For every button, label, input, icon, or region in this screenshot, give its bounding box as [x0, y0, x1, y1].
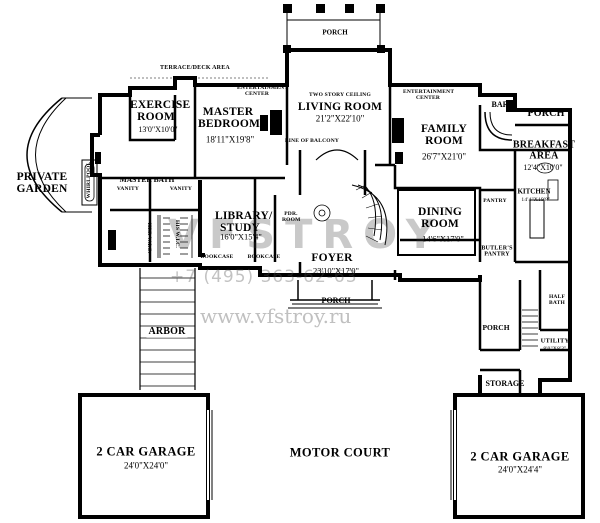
- line-of-balcony: LINE OF BALCONY: [284, 138, 340, 145]
- motor-court: MOTOR COURT: [289, 445, 391, 460]
- watermark-url: www.vfstroy.ru: [200, 304, 352, 328]
- private-garden-arc: [26, 97, 63, 213]
- dining-bay: [397, 189, 476, 256]
- kitchen-island: [529, 199, 545, 239]
- room-bar: BAR: [491, 99, 509, 109]
- vanity-2: VANITY: [169, 186, 193, 193]
- watermark-logo: VFSTROY: [168, 212, 445, 258]
- room-garage-right-dim: 24'0"X24'4": [497, 464, 543, 475]
- room-master-bedroom-dim: 18'11"X19'8": [205, 134, 255, 145]
- mid-porch: [290, 280, 380, 301]
- room-living-dim: 21'2"X22'10": [315, 113, 365, 124]
- watermark-phone: +7 (495) 363-62-63: [170, 267, 358, 287]
- arbor-posts: [139, 268, 196, 390]
- room-foyer-dim: 23'10"X17'0": [313, 265, 359, 276]
- bar-curve: [484, 111, 513, 141]
- room-garage-left: 2 CAR GARAGE: [96, 444, 196, 459]
- balcony-curve: [315, 149, 359, 161]
- room-kitchen: KITCHEN: [517, 187, 551, 196]
- room-master-bath: MASTER BATH: [119, 175, 175, 185]
- room-porch-mid: PORCH: [321, 295, 351, 305]
- butlers-pantry: BUTLER'S PANTRY: [481, 245, 513, 258]
- room-porch-top: PORCH: [322, 28, 348, 37]
- room-garage-left-dim: 24'0"X24'0": [123, 460, 169, 471]
- whirlpool-label: WHIRLPOOL: [86, 161, 93, 199]
- room-dining-dim: 14'6"X17'0": [422, 233, 464, 244]
- her-wic: HER W.I.C.: [145, 222, 152, 254]
- vanity-1: VANITY: [116, 186, 140, 193]
- room-utility-dim: 8'0"X8'2": [543, 346, 567, 353]
- room-porch-right: PORCH: [527, 107, 565, 119]
- ent-center-2: ENTERTAINMENT CENTER: [403, 89, 455, 101]
- room-foyer: FOYER: [311, 251, 353, 264]
- room-master-bedroom: MASTER BEDROOM: [198, 105, 261, 130]
- room-breakfast-dim: 12'4"X10'0": [523, 162, 563, 172]
- room-garage-right: 2 CAR GARAGE: [470, 449, 570, 464]
- room-utility: UTILITY: [540, 337, 570, 345]
- ent-center-1: ENTERTAINMENT CENTER: [237, 85, 289, 97]
- room-kitchen-dim: 14'4"X19'8": [521, 197, 551, 204]
- room-dining: DINING ROOM: [417, 205, 462, 230]
- room-library-dim: 16'0"X15'4": [220, 231, 262, 242]
- bookcase-2: BOOKCASE: [247, 254, 281, 261]
- room-arbor: ARBOR: [146, 325, 188, 338]
- room-library: LIBRARY/ STUDY: [215, 209, 273, 234]
- top-porch-outline: [286, 13, 381, 45]
- his-wic: HIS W.I.C.: [173, 220, 180, 248]
- living-note: TWO STORY CEILING: [309, 92, 371, 99]
- room-family: FAMILY ROOM: [421, 122, 467, 147]
- room-exercise-dim: 13'0"X10'0": [138, 124, 178, 134]
- room-breakfast: BREAKFAST AREA: [512, 139, 576, 161]
- room-exercise: EXERCISE ROOM: [130, 98, 191, 123]
- pdr-room: PDR. ROOM: [282, 211, 301, 223]
- room-family-dim: 26'7"X21'0": [421, 151, 467, 162]
- pantry: PANTRY: [483, 198, 507, 205]
- room-terrace: TERRACE/DECK AREA: [160, 64, 230, 71]
- room-porch-small: PORCH: [482, 323, 510, 333]
- room-storage: STORAGE: [485, 378, 525, 388]
- chandelier: [313, 204, 331, 222]
- room-living: LIVING ROOM: [297, 100, 383, 113]
- interior-walls: [100, 85, 570, 395]
- whirlpool-tub: [81, 159, 98, 206]
- half-bath: HALF BATH: [548, 294, 566, 306]
- room-private-garden: PRIVATE GARDEN: [16, 170, 68, 195]
- bookcase-1: BOOKCASE: [200, 254, 234, 261]
